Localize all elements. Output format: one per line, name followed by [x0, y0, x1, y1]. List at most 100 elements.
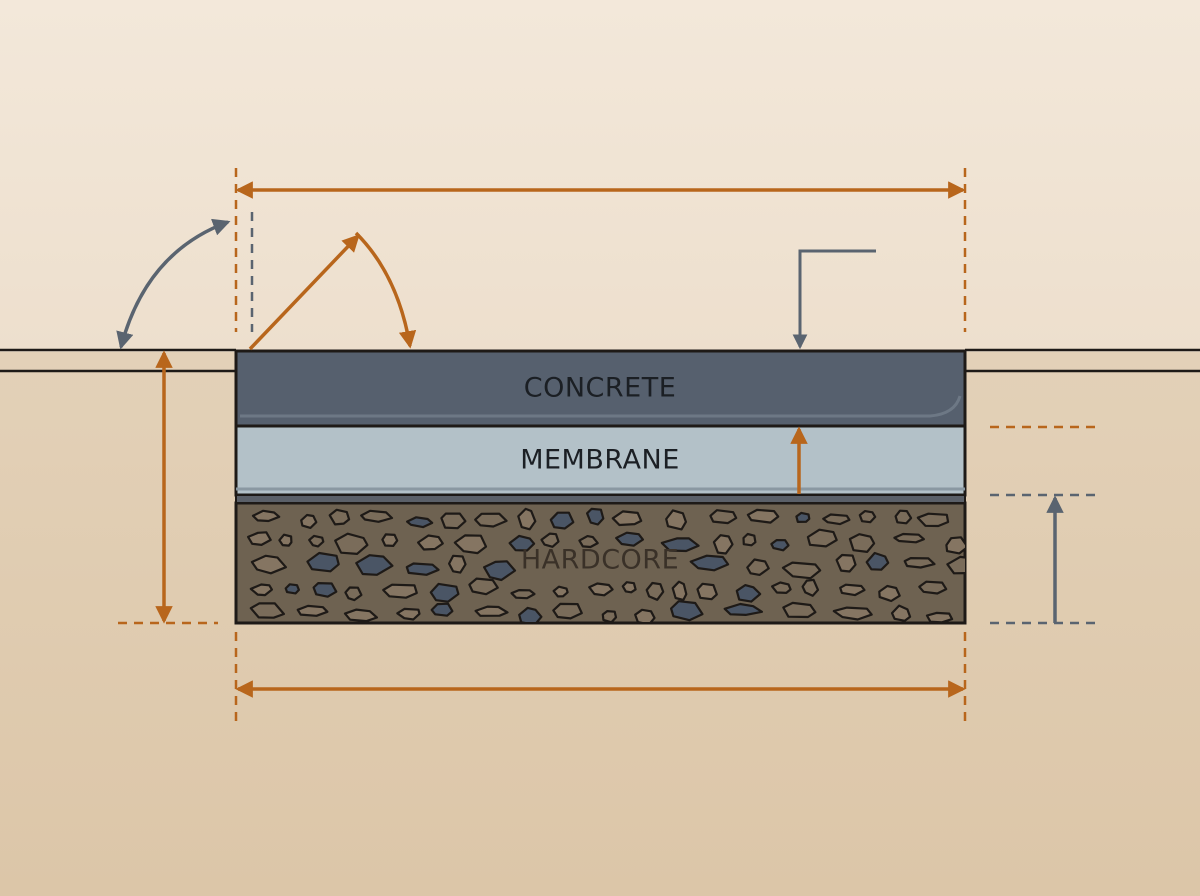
- hardcore-stone: [634, 608, 656, 622]
- hardcore-stone: [381, 533, 399, 548]
- hardcore-stone: [781, 561, 822, 580]
- hardcore-stone: [903, 556, 936, 569]
- hardcore-stone: [382, 583, 418, 599]
- hardcore-stone: [839, 583, 866, 597]
- hardcore-stone: [296, 604, 329, 617]
- hardcore-stone: [615, 531, 645, 547]
- hardcore-stone: [601, 609, 618, 622]
- hardcore-stone: [735, 583, 762, 603]
- hardcore-stone: [540, 532, 560, 548]
- surface-level-pointer: [792, 249, 876, 350]
- hardcore-stone: [360, 509, 394, 523]
- hardcore-stone: [251, 509, 281, 523]
- hardcore-stone: [474, 605, 509, 617]
- hardcore-stone: [709, 509, 738, 525]
- hardcore-stone: [406, 516, 434, 529]
- hardcore-stone: [474, 512, 508, 528]
- hardcore-stone: [746, 558, 770, 577]
- hardcore-stone: [453, 534, 488, 555]
- sky-background: [0, 0, 1200, 352]
- hardcore-stone: [250, 554, 287, 575]
- hardcore-stone: [249, 583, 273, 597]
- hardcore-stone: [945, 536, 965, 555]
- hardcore-stone: [518, 606, 543, 622]
- hardcore-stone: [770, 581, 792, 595]
- hardcore-stone: [621, 581, 637, 594]
- hardcore-stone: [890, 604, 912, 622]
- hardcore-stone: [742, 532, 757, 547]
- hardcore-stone: [448, 554, 467, 574]
- membrane-label: MEMBRANE: [520, 445, 680, 476]
- slate-extension-lines: [250, 212, 1095, 625]
- ground-surface-lines: [0, 348, 1200, 373]
- hardcore-stone: [334, 532, 369, 556]
- hardcore-stone: [782, 601, 817, 619]
- hardcore-stone: [916, 512, 950, 528]
- hardcore-stone: [645, 581, 665, 601]
- hardcore-stone: [696, 582, 718, 601]
- hardcore-stone: [430, 602, 454, 617]
- hardcore-stone: [312, 581, 338, 598]
- hardcore-stone: [284, 583, 300, 595]
- hardcore-stone: [328, 508, 351, 526]
- hardcore-stone: [278, 533, 293, 547]
- hardcore-stone: [671, 580, 688, 602]
- extension-lines: [118, 168, 1095, 722]
- hardcore-stone: [770, 538, 790, 552]
- hardcore-stone: [355, 554, 394, 576]
- hardcore-stones: [247, 507, 965, 622]
- hardcore-label: HARDCORE: [521, 545, 679, 576]
- hardcore-stone: [832, 606, 873, 621]
- hardcore-stone: [468, 577, 499, 596]
- hardcore-stone: [665, 509, 688, 531]
- hardcore-stone: [549, 511, 575, 530]
- hardcore-stone: [795, 511, 811, 524]
- hardcore-stone: [712, 534, 734, 555]
- concrete-layer: CONCRETE: [234, 349, 967, 428]
- hardcore-stone: [417, 534, 444, 551]
- hardcore-stone: [723, 602, 764, 617]
- hardcore-stone: [396, 607, 421, 621]
- hardcore-stone: [801, 578, 820, 597]
- hardcore-stone: [946, 555, 965, 575]
- hardcore-stone: [848, 533, 876, 554]
- hardcore-stone: [585, 507, 605, 526]
- hardcore-stone: [552, 585, 569, 598]
- hardcore-stone: [611, 510, 643, 527]
- membrane-layer: MEMBRANE: [234, 424, 967, 504]
- hardcore-stone: [918, 580, 948, 595]
- hardcore-stone: [429, 582, 460, 603]
- hardcore-stone: [806, 528, 838, 548]
- hardcore-stone: [247, 531, 272, 547]
- hardcore-stone: [300, 513, 318, 530]
- hardcore-stone: [894, 509, 913, 525]
- hardcore-stone: [660, 537, 700, 553]
- hardcore-stone: [578, 534, 599, 549]
- hardcore-stone: [405, 562, 440, 576]
- hardcore-stone: [588, 582, 614, 597]
- hardcore-stone: [669, 600, 704, 622]
- hardcore-stone: [865, 551, 890, 571]
- hardcore-stone: [483, 560, 517, 582]
- diagonal-angle-arrow: [248, 231, 417, 351]
- hardcore-stone: [517, 507, 537, 531]
- hardcore-stone: [306, 551, 340, 573]
- swing-angle-arrow: [116, 218, 231, 350]
- hardcore-stone: [508, 534, 536, 552]
- hardcore-stone: [344, 586, 363, 602]
- hardcore-stone: [835, 553, 857, 573]
- hardcore-stone: [689, 554, 730, 572]
- hardcore-stone: [878, 584, 901, 603]
- hardcore-stone: [858, 510, 877, 524]
- hardcore-stone: [343, 608, 378, 622]
- hardcore-stone: [552, 602, 583, 620]
- hardcore-stone: [925, 611, 954, 622]
- hardcore-stone: [746, 508, 780, 524]
- hardcore-stone: [510, 588, 536, 600]
- hardcore-stone: [822, 513, 851, 526]
- hardcore-stone: [249, 602, 285, 619]
- concrete-label: CONCRETE: [524, 373, 677, 404]
- hardcore-stone: [893, 532, 926, 544]
- hardcore-layer: HARDCORE: [234, 501, 967, 625]
